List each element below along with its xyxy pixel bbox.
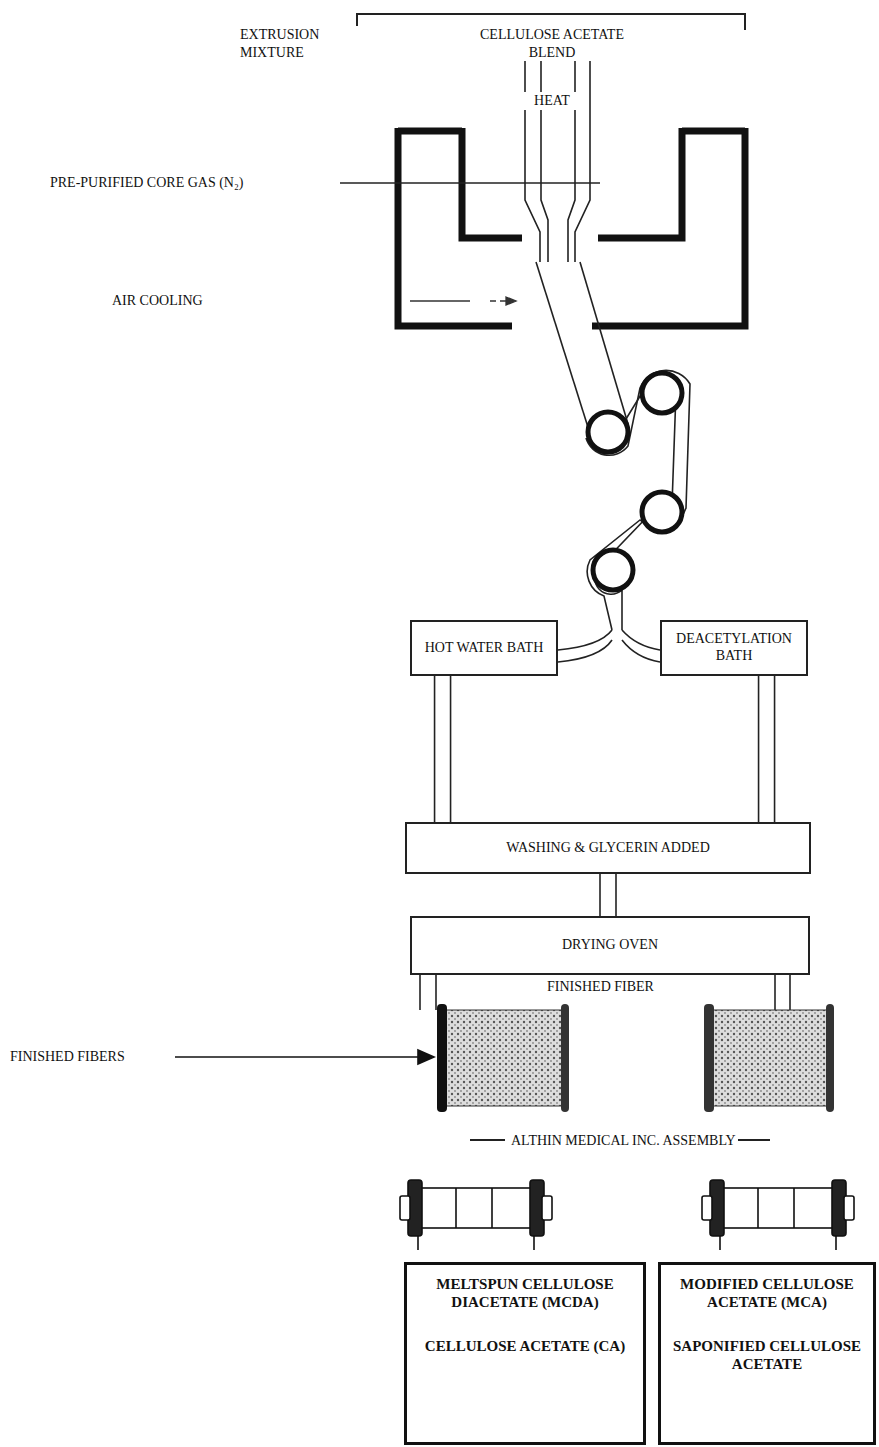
bath-box: HOT WATER BATH bbox=[410, 620, 558, 676]
dialyzer bbox=[400, 1180, 854, 1250]
pointer-arrow bbox=[175, 1050, 434, 1064]
extruder-housing bbox=[398, 128, 745, 326]
text-label: FINISHED FIBER bbox=[545, 978, 656, 996]
box-label: DRYING OVEN bbox=[562, 937, 658, 954]
fiber-channel bbox=[759, 676, 775, 822]
text-label: HEAT bbox=[520, 92, 584, 110]
process-box: WASHING & GLYCERIN ADDED bbox=[405, 822, 811, 874]
text-label: AIR COOLING bbox=[110, 292, 205, 310]
text-label: PRE-PURIFIED CORE GAS (N₂) bbox=[48, 174, 246, 192]
text-label: FINISHED FIBERS bbox=[8, 1048, 127, 1066]
box-label: CELLULOSE ACETATE (CA) bbox=[425, 1337, 625, 1355]
fiber-strand bbox=[536, 262, 690, 662]
product-box: MODIFIED CELLULOSE ACETATE (MCA) SAPONIFI… bbox=[658, 1262, 876, 1445]
box-label: SAPONIFIED CELLULOSE ACETATE bbox=[669, 1337, 865, 1373]
text-label: EXTRUSION MIXTURE bbox=[238, 26, 362, 61]
process-box: DRYING OVEN bbox=[410, 916, 810, 975]
gas-line bbox=[340, 182, 600, 183]
bath-box: DEACETYLATION BATH bbox=[660, 620, 808, 676]
fiber-spool bbox=[437, 1004, 834, 1112]
roller bbox=[588, 373, 682, 590]
box-label: HOT WATER BATH bbox=[425, 640, 544, 657]
box-label: MODIFIED CELLULOSE ACETATE (MCA) bbox=[669, 1275, 865, 1311]
box-label: MELTSPUN CELLULOSE DIACETATE (MCDA) bbox=[415, 1275, 635, 1311]
spinneret-nozzle bbox=[525, 52, 590, 262]
fiber-channel bbox=[420, 975, 790, 1010]
fiber-channel bbox=[600, 874, 616, 916]
fiber-channel bbox=[435, 676, 451, 822]
box-label: DEACETYLATION BATH bbox=[670, 631, 798, 665]
text-label: ALTHIN MEDICAL INC. ASSEMBLY bbox=[509, 1132, 738, 1150]
text-label: CELLULOSE ACETATE BLEND bbox=[470, 26, 634, 61]
product-box: MELTSPUN CELLULOSE DIACETATE (MCDA) CELLU… bbox=[404, 1262, 646, 1445]
box-label: WASHING & GLYCERIN ADDED bbox=[506, 840, 710, 857]
air-arrow bbox=[410, 297, 516, 305]
